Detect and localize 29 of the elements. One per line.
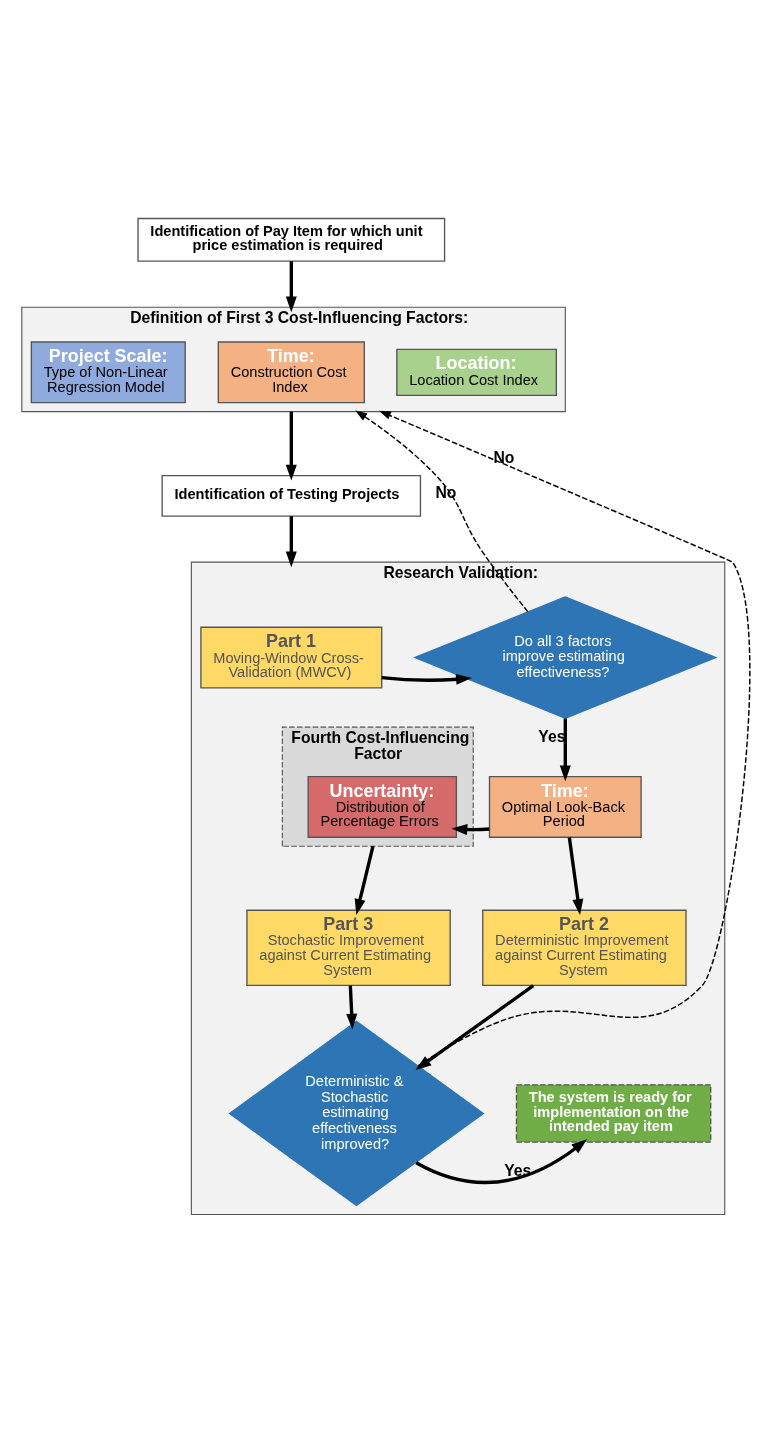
arrow [567, 837, 584, 915]
arrow [415, 984, 535, 1070]
arrow [346, 985, 358, 1030]
edge-label: Yes [538, 727, 566, 745]
node-box: Time: Optimal Look-Back Period [488, 775, 642, 838]
arrow [559, 718, 571, 782]
arrow [415, 1139, 588, 1185]
arrow [354, 845, 375, 915]
node-box: Uncertainty: Distribution of Percentage Errors [307, 775, 458, 838]
arrow [285, 261, 297, 313]
arrow [285, 516, 297, 568]
edge-label: No [493, 449, 515, 467]
node-diamond: Do all 3 factors improve estimating effectiveness? [413, 596, 718, 719]
arrow [451, 824, 490, 836]
node-box: Identification of Testing Projects [161, 474, 422, 517]
node-box: Part 1 Moving-Window Cross-Validation (MWCV) [200, 626, 383, 689]
node-box: Identification of Pay Item for which unit price estimation is required [137, 217, 446, 262]
arrow [381, 673, 472, 685]
node-box: Part 3 Stochastic Improvement against Current Estimating System [246, 909, 451, 987]
arrow [355, 410, 529, 613]
arrow [285, 411, 297, 481]
edge-label: No [435, 484, 457, 502]
node-box: The system is ready for implementation on the intended pay item [515, 1084, 712, 1143]
arrow [379, 410, 751, 1067]
node-box: Time: Construction Cost Index [217, 341, 365, 404]
node-box: Part 2 Deterministic Improvement against Current Estimating System [482, 909, 687, 987]
node-box: Project Scale: Type of Non-Linear Regression Model [30, 341, 186, 404]
node-box: Location: Location Cost Index [396, 348, 557, 397]
node-diamond: Deterministic & Stochastic estimating effectiveness improved? [228, 1020, 485, 1207]
